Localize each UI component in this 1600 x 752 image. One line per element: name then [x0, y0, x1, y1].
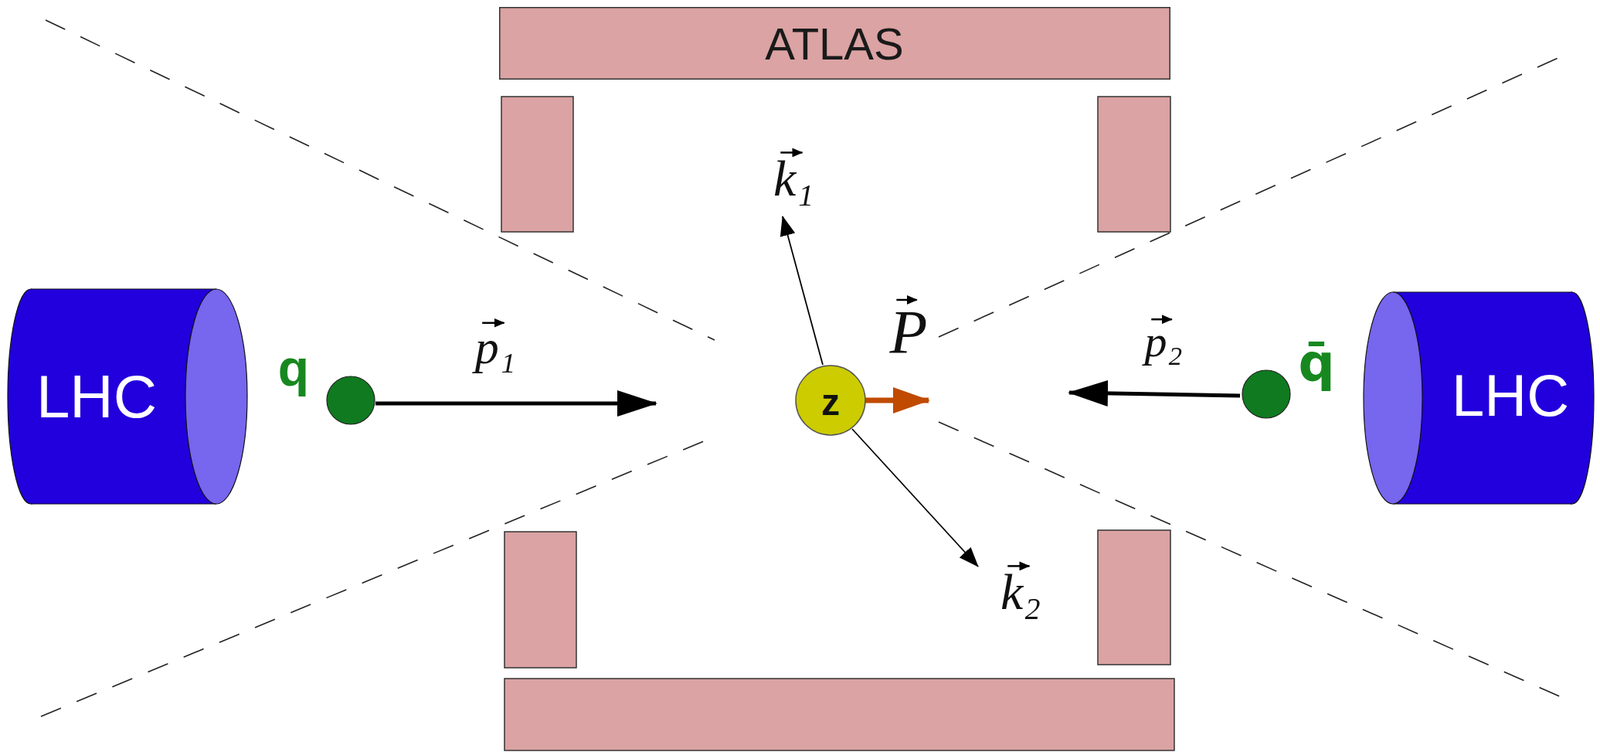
z-boson: z — [794, 364, 867, 436]
quark-particle: q — [270, 332, 379, 429]
boson-momentum-arrow — [865, 397, 929, 404]
node-label: LHC — [1451, 361, 1570, 429]
momentum-arrow — [375, 401, 656, 406]
particle-dot — [1242, 370, 1291, 418]
detector-label-bar: ATLAS — [499, 6, 1171, 80]
momentum-label: p₂ — [1144, 314, 1183, 369]
node-label: ATLAS — [764, 17, 904, 70]
detector-bar — [504, 678, 1175, 751]
decay-arrow — [852, 428, 979, 567]
momentum-label: k₂ — [1000, 560, 1041, 622]
node-label: q̄ — [1297, 332, 1335, 393]
decay-arrow — [782, 216, 823, 365]
detector-parts — [501, 96, 1175, 751]
particle-dot — [326, 376, 375, 425]
node-label: q — [278, 338, 310, 398]
momentum-label: k₁ — [773, 147, 814, 209]
momentum-label: p₁ — [475, 318, 517, 376]
detector-block — [1097, 96, 1171, 232]
dashed-acceptance-lines — [40, 20, 1562, 717]
node-label: z — [821, 380, 840, 424]
cylinder-face — [1363, 292, 1423, 504]
cylinder-face — [185, 288, 248, 504]
momentum-label: P — [890, 295, 928, 370]
boson-circle — [795, 365, 866, 435]
vector-arrows — [482, 152, 1172, 566]
momentum-arrow — [1069, 392, 1240, 396]
detector-block — [1097, 529, 1171, 665]
detector-block — [501, 96, 574, 232]
momentum-arrows — [375, 216, 1240, 567]
bar-outline — [499, 7, 1171, 80]
beam-pipe-cylinder: LHC — [1359, 288, 1597, 507]
detector-block — [504, 531, 577, 668]
antiquark-particle: q̄ — [1236, 324, 1353, 425]
node-label: LHC — [36, 361, 157, 432]
beam-pipe-cylinder: LHC — [3, 285, 252, 507]
